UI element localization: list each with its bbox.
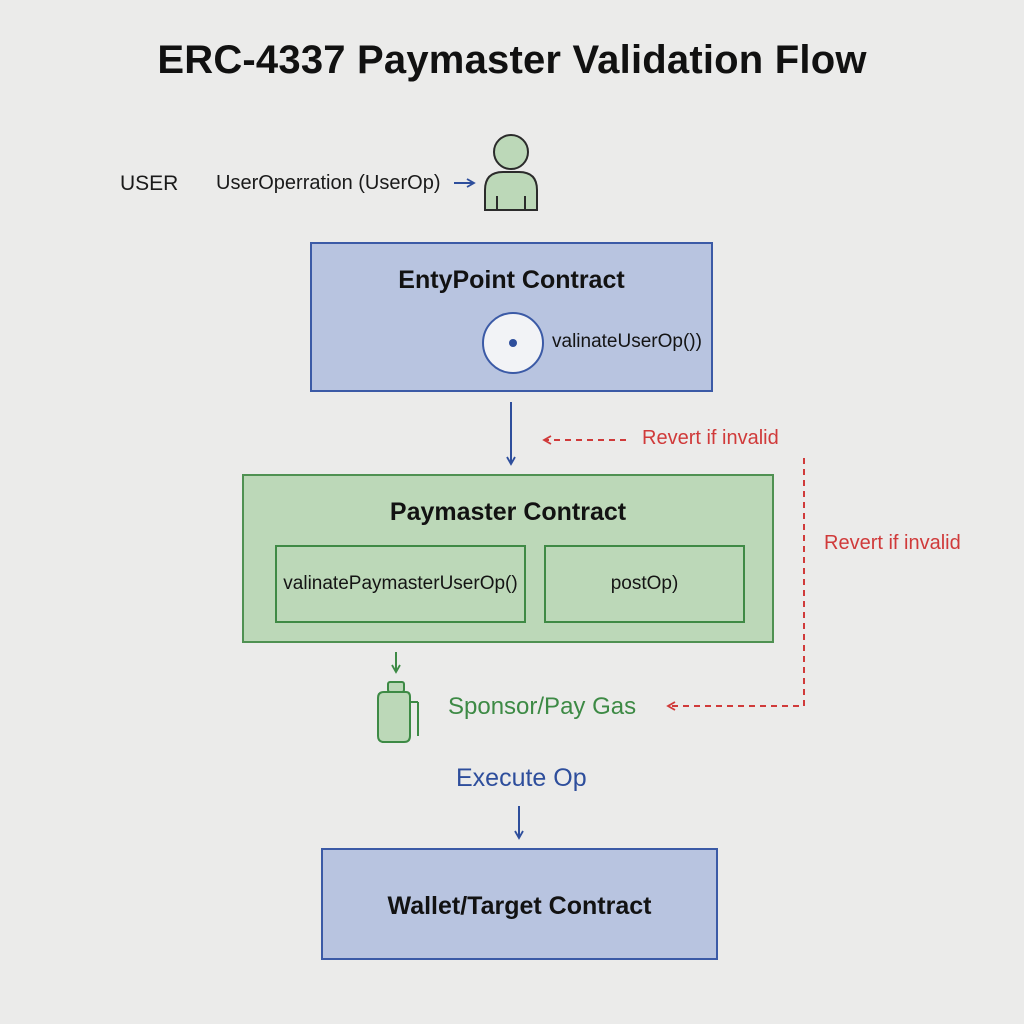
wallet-target-contract-box: Wallet/Target Contract xyxy=(321,848,718,960)
userop-label: UserOperration (UserOp) xyxy=(216,172,441,194)
person-icon xyxy=(484,134,538,211)
revert-label-side: Revert if invalid xyxy=(824,532,961,554)
postop-label: postOp) xyxy=(610,573,679,594)
execute-op-label: Execute Op xyxy=(456,764,587,792)
sponsor-pay-gas-label: Sponsor/Pay Gas xyxy=(448,693,637,720)
wallet-title: Wallet/Target Contract xyxy=(387,892,652,920)
gas-canister-icon xyxy=(377,681,419,743)
diagram-title: ERC-4337 Paymaster Validation Flow xyxy=(157,38,867,82)
revert-side-line xyxy=(666,458,805,711)
revert-label-top: Revert if invalid xyxy=(642,427,779,449)
postop-box: postOp) xyxy=(544,545,745,623)
validate-userop-label: valinateUserOp()) xyxy=(552,331,702,352)
validate-paymaster-userop-box: valinatePaymasterUserOp() xyxy=(275,545,526,623)
entrypoint-title: EntyPoint Contract xyxy=(398,266,625,294)
paymaster-contract-box: Paymaster Contract valinatePaymasterUser… xyxy=(242,474,774,643)
circle-dot-icon xyxy=(482,312,544,374)
user-label: USER xyxy=(120,172,179,195)
entrypoint-contract-box: EntyPoint Contract valinateUserOp()) xyxy=(310,242,713,392)
validate-paymaster-userop-label: valinatePaymasterUserOp() xyxy=(283,573,518,594)
paymaster-title: Paymaster Contract xyxy=(389,498,627,526)
